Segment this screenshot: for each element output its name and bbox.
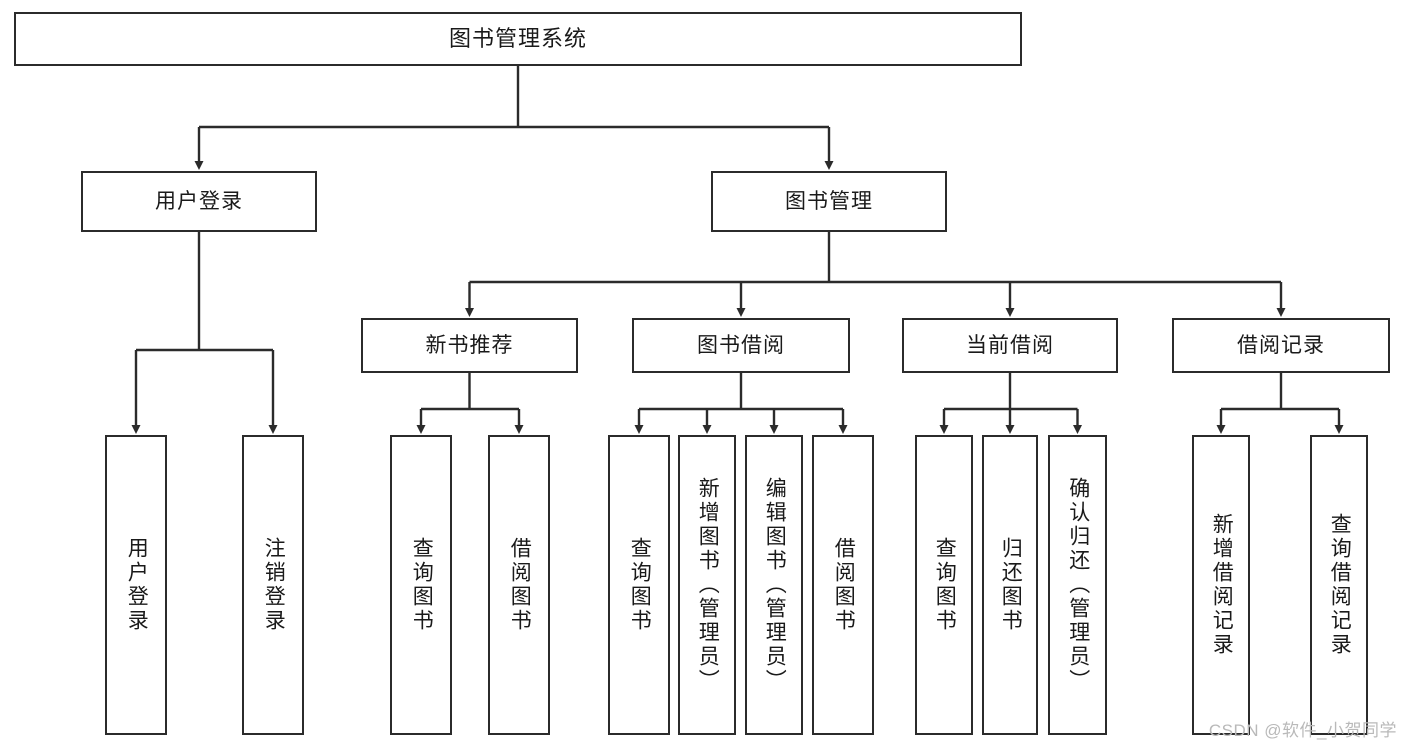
node-label: 借阅记录: [1237, 333, 1325, 357]
node-book-borrow[interactable]: 图书借阅: [632, 318, 850, 373]
node-leaf-add-record[interactable]: 新增借阅记录: [1192, 435, 1250, 735]
node-label: 编辑图书（管理员）: [763, 477, 787, 693]
node-label: 图书管理: [785, 189, 873, 213]
node-label: 借阅图书: [832, 537, 856, 633]
watermark-label: CSDN @软件_小贺同学: [1208, 721, 1397, 740]
node-label: 借阅图书: [508, 537, 532, 633]
node-current-borrow[interactable]: 当前借阅: [902, 318, 1118, 373]
node-leaf-query-book-1[interactable]: 查询图书: [390, 435, 452, 735]
node-label: 归还图书: [999, 537, 1023, 633]
node-label: 用户登录: [155, 189, 243, 213]
node-label: 查询图书: [410, 537, 434, 633]
node-user-login[interactable]: 用户登录: [81, 171, 317, 232]
node-leaf-return-book[interactable]: 归还图书: [982, 435, 1038, 735]
node-label: 当前借阅: [966, 333, 1054, 357]
node-leaf-confirm-return[interactable]: 确认归还（管理员）: [1048, 435, 1107, 735]
node-label: 查询图书: [628, 537, 652, 633]
node-label: 查询图书: [933, 537, 957, 633]
node-label: 新书推荐: [425, 333, 514, 357]
node-label: 新增借阅记录: [1210, 513, 1234, 657]
node-label: 图书管理系统: [448, 25, 587, 51]
node-label: 图书借阅: [697, 333, 785, 357]
node-leaf-query-book-2[interactable]: 查询图书: [608, 435, 670, 735]
node-label: 用户登录: [125, 537, 149, 633]
node-label: 新增图书（管理员）: [696, 477, 720, 693]
node-leaf-user-login[interactable]: 用户登录: [105, 435, 167, 735]
node-label: 注销登录: [262, 537, 286, 633]
node-leaf-edit-book[interactable]: 编辑图书（管理员）: [745, 435, 803, 735]
node-leaf-query-book-3[interactable]: 查询图书: [915, 435, 973, 735]
node-book-manage[interactable]: 图书管理: [711, 171, 947, 232]
node-leaf-borrow-book-1[interactable]: 借阅图书: [488, 435, 550, 735]
node-label: 确认归还（管理员）: [1066, 477, 1090, 693]
node-label: 查询借阅记录: [1328, 513, 1352, 657]
node-leaf-add-book[interactable]: 新增图书（管理员）: [678, 435, 736, 735]
node-new-book-recommend[interactable]: 新书推荐: [361, 318, 578, 373]
node-leaf-query-record[interactable]: 查询借阅记录: [1310, 435, 1368, 735]
node-borrow-record[interactable]: 借阅记录: [1172, 318, 1390, 373]
node-leaf-borrow-book-2[interactable]: 借阅图书: [812, 435, 874, 735]
node-root[interactable]: 图书管理系统: [14, 12, 1022, 66]
node-leaf-logout[interactable]: 注销登录: [242, 435, 304, 735]
